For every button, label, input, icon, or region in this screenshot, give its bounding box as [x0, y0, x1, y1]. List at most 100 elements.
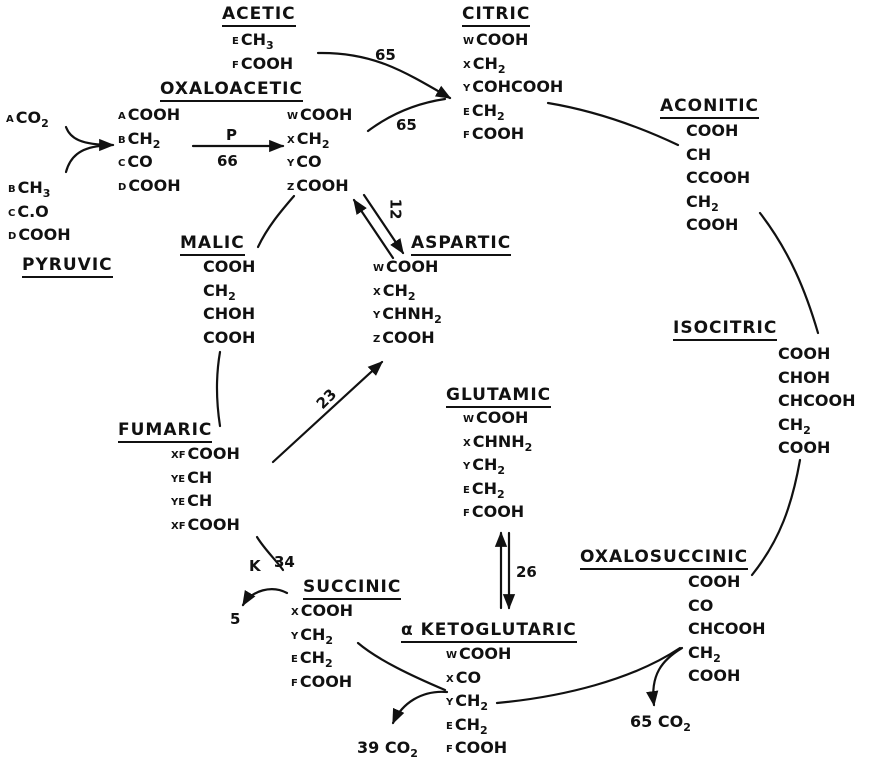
formula-row: CH2	[778, 413, 855, 437]
carbon-label: C	[118, 158, 126, 169]
carbon-label: E	[463, 106, 470, 118]
formula-text: CO	[296, 152, 322, 171]
formula-row: COOH	[686, 213, 750, 237]
carbon-label: YE	[171, 497, 186, 508]
citric-title: CITRIC	[462, 4, 531, 27]
formula-subscript: 3	[265, 39, 274, 53]
formula-text: CO	[15, 108, 42, 127]
formula-text: CH	[455, 691, 481, 710]
formula-row: CO	[688, 594, 765, 618]
carbon-label: Y	[463, 461, 471, 472]
carbon-label: E	[446, 720, 453, 732]
formula-text: CH	[472, 53, 498, 73]
carbon-label: W	[287, 111, 299, 122]
arc-oxalosuccinic-ketoglutaric	[495, 646, 682, 705]
formula-subscript: 2	[228, 289, 236, 303]
formula-text: CHCOOH	[778, 391, 856, 410]
carbon-label: W	[446, 650, 458, 661]
carbon-label: Z	[287, 181, 295, 193]
formula-text: COOH	[778, 438, 831, 457]
arrow-co2-release-39	[391, 690, 449, 725]
formula-text: CH	[688, 642, 714, 662]
formula-text: CH	[17, 178, 43, 197]
carbon-label: YE	[171, 473, 186, 485]
glutamic-title: GLUTAMIC	[446, 385, 552, 408]
formula-text: COOH	[688, 572, 741, 591]
formula-text: CO	[127, 152, 153, 171]
formula-text: CHOH	[203, 304, 256, 323]
ketoglutaric-title: α KETOGLUTARIC	[401, 620, 577, 643]
carbon-label: Y	[287, 158, 295, 169]
formula-text: CH	[299, 648, 325, 667]
formula-text: CH	[471, 478, 497, 498]
carbon-label: B	[118, 134, 126, 146]
isocitric-title: ISOCITRIC	[673, 318, 778, 341]
formula-text: CHCOOH	[688, 619, 766, 638]
carbon-label: X	[287, 134, 295, 146]
arrow-co2-pyruvic-merge	[64, 125, 115, 152]
carbon-label: W	[463, 36, 475, 47]
carbon-label: E	[232, 36, 239, 47]
formula-text: CH	[454, 714, 480, 734]
formula-text: COOH	[386, 257, 439, 276]
formula-subscript: 2	[496, 109, 505, 123]
aspartic-title: ASPARTIC	[411, 233, 512, 256]
label-fumaric-succinic: 34	[274, 553, 295, 571]
formula-row: COOH	[686, 119, 750, 143]
carbon-label: D	[118, 181, 127, 193]
arrow-side-product-5	[241, 588, 289, 607]
aconitic-title: ACONITIC	[660, 96, 760, 119]
carbon-label: F	[463, 130, 470, 141]
fumaric-title: FUMARIC	[118, 420, 213, 443]
acetic-title: ACETIC	[222, 4, 296, 27]
label-side-product: 5	[230, 610, 241, 628]
arc-isocitric-oxalosuccinic	[750, 458, 802, 577]
carbon-label: Z	[373, 333, 381, 345]
label-oxaloacetic-citric: 65	[396, 116, 417, 134]
formula-text: COOH	[471, 502, 525, 521]
formula-subscript: 2	[407, 289, 416, 303]
formula-row: COOH	[778, 436, 855, 460]
formula-row: COOH	[688, 664, 765, 688]
label-pyruvic-oxaloacetic: 66	[217, 152, 238, 170]
formula-row: COOH	[203, 255, 255, 279]
carbon-label: C	[8, 207, 16, 219]
carbon-label: Y	[446, 697, 454, 708]
carbon-label: D	[8, 231, 17, 242]
carbon-label: A	[6, 114, 14, 125]
formula-text: COOH	[203, 257, 256, 276]
formula-text: CCOOH	[686, 168, 751, 187]
formula-subscript: 2	[325, 633, 334, 647]
carbon-label: F	[232, 59, 239, 71]
formula-text: CH	[686, 144, 712, 164]
formula-subscript: 3	[42, 187, 51, 201]
formula-text: COOH	[459, 644, 512, 663]
formula-text: COOH	[686, 215, 739, 234]
formula-text: COOH	[18, 225, 71, 244]
formula-subscript: 2	[152, 137, 161, 151]
formula-text: CH	[472, 455, 498, 474]
formula-row: COOH	[688, 570, 765, 594]
